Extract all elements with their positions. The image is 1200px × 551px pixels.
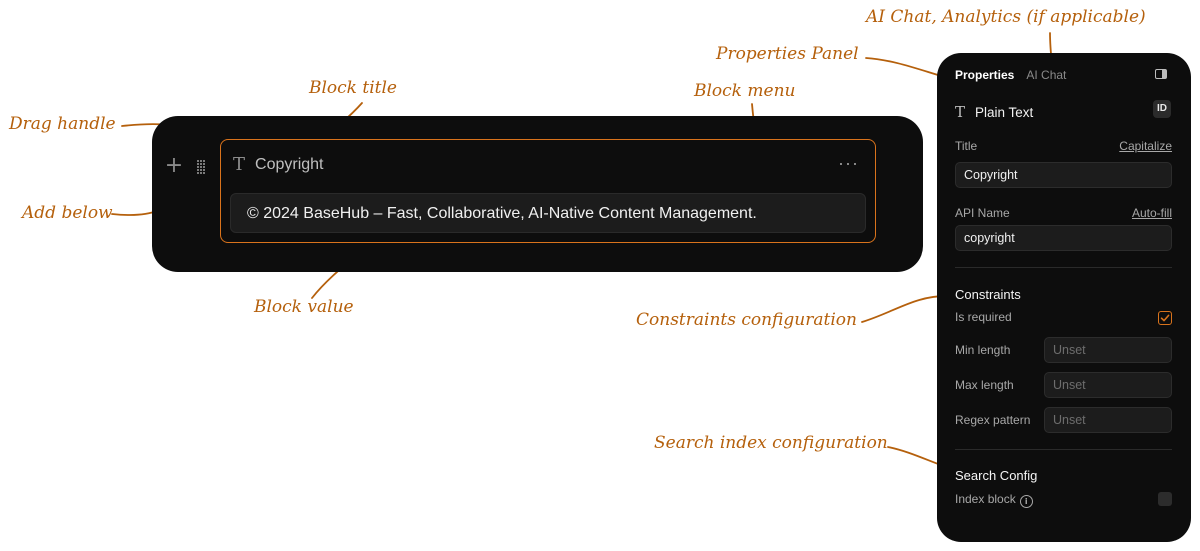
index-block-checkbox[interactable] [1158,492,1172,506]
title-label: Title [955,139,978,153]
tab-ai-chat[interactable]: AI Chat [1026,68,1067,82]
ellipsis-icon[interactable]: ··· [838,153,859,173]
max-length-input[interactable] [1044,372,1172,398]
label-search-index-configuration: Search index configuration [654,433,888,453]
text-type-icon: T [233,154,246,175]
text-block[interactable]: T Copyright ··· © 2024 BaseHub – Fast, C… [220,139,876,243]
auto-fill-link[interactable]: Auto-fill [1131,206,1172,220]
drag-dots-icon[interactable] [197,160,205,174]
label-drag-handle: Drag handle [9,114,116,134]
api-name-label: API Name [955,206,1010,220]
panel-tabs: Properties AI Chat [955,68,1066,82]
label-block-menu: Block menu [694,81,796,101]
min-length-label: Min length [955,343,1011,357]
label-block-value: Block value [254,297,354,317]
search-config-title: Search Config [955,468,1038,483]
panel-toggle-icon[interactable] [1155,69,1167,79]
index-block-label: Index block [955,492,1016,506]
divider [955,449,1172,450]
properties-panel: Properties AI Chat T Plain Text ID Title… [937,53,1191,542]
label-ai-chat: AI Chat, Analytics (if applicable) [866,7,1146,27]
title-field[interactable]: Copyright [955,162,1172,188]
min-length-input[interactable] [1044,337,1172,363]
block-value-input[interactable]: © 2024 BaseHub – Fast, Collaborative, AI… [230,193,866,233]
block-type-label: Plain Text [975,104,1034,120]
arrow-properties-panel [865,57,948,78]
plus-icon[interactable]: + [164,153,184,178]
label-add-below: Add below [22,203,113,223]
block-title-row: T Copyright [233,156,324,174]
editor-card: + T Copyright ··· © 2024 BaseHub – Fast,… [152,116,923,272]
text-type-icon: T [955,103,966,121]
label-constraints-configuration: Constraints configuration [636,310,857,330]
api-name-field[interactable]: copyright [955,225,1172,251]
tab-properties[interactable]: Properties [955,68,1015,82]
info-icon[interactable]: i [1019,495,1033,508]
label-properties-panel: Properties Panel [716,44,859,64]
is-required-checkbox[interactable] [1158,311,1172,325]
max-length-label: Max length [955,378,1014,392]
regex-pattern-input[interactable] [1044,407,1172,433]
block-type-row: T Plain Text [955,103,1033,121]
constraints-title: Constraints [955,287,1021,302]
check-icon [1160,314,1170,322]
id-badge[interactable]: ID [1153,100,1171,118]
capitalize-link[interactable]: Capitalize [1119,139,1172,153]
block-title[interactable]: Copyright [255,156,324,173]
label-block-title: Block title [309,78,397,98]
is-required-label: Is required [955,310,1012,324]
regex-pattern-label: Regex pattern [955,413,1031,427]
divider [955,267,1172,268]
